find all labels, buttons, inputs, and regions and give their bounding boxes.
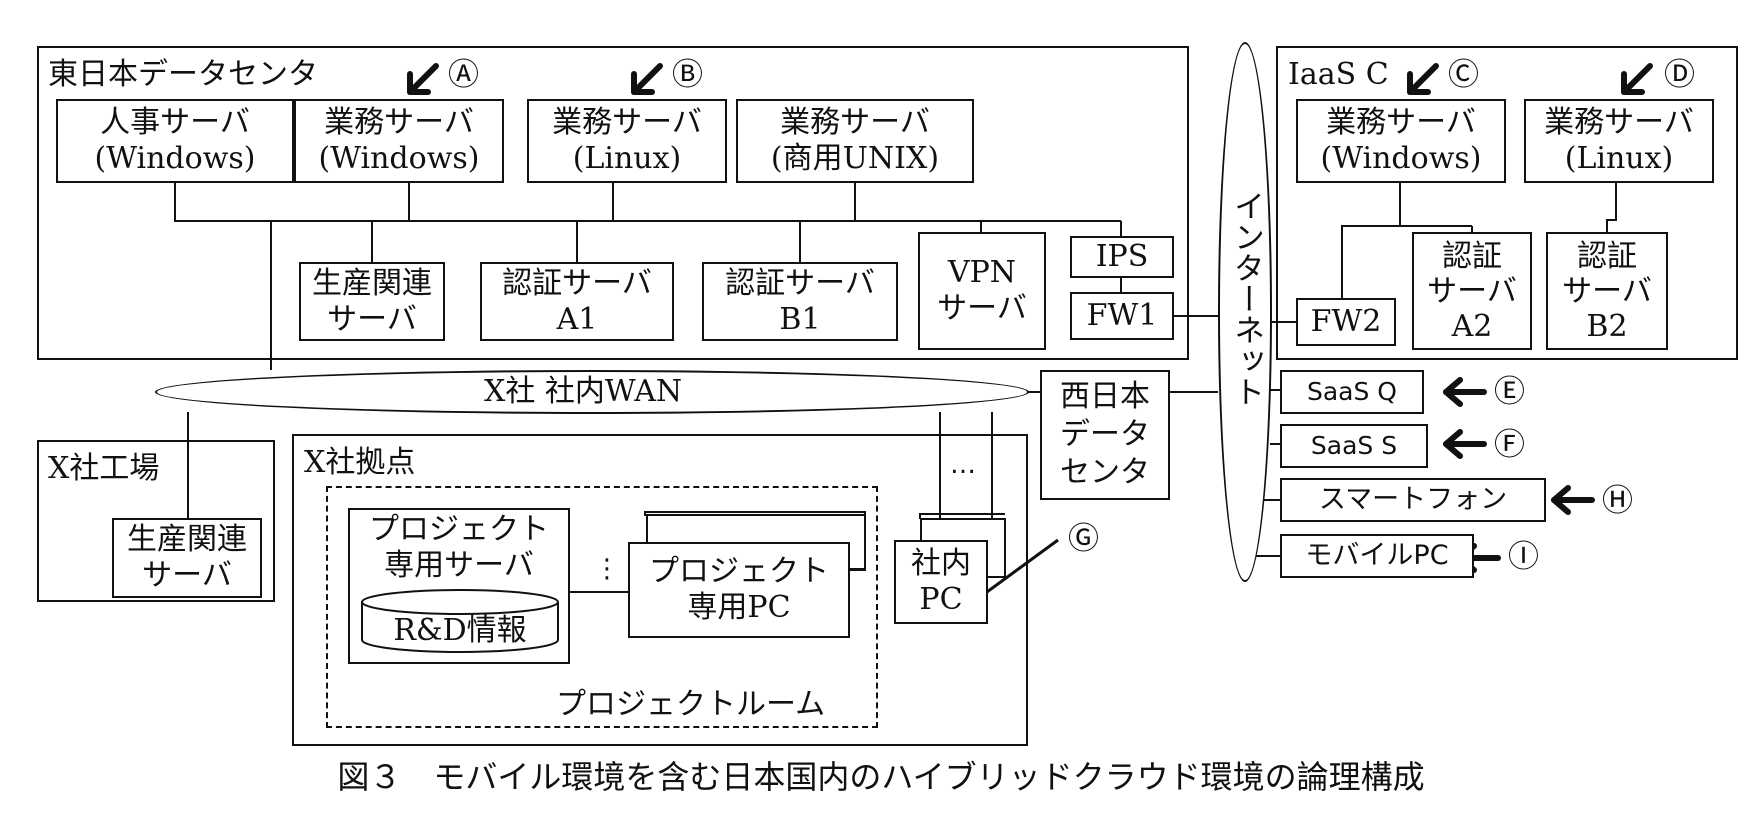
saas-q: SaaS Q xyxy=(1280,370,1424,414)
marker-a: Ⓐ xyxy=(448,57,479,93)
west-data-center: 西日本 データ センタ xyxy=(1040,370,1170,500)
business-server-windows: 業務サーバ (Windows) xyxy=(294,99,504,183)
internet-label: インターネット xyxy=(1228,190,1264,407)
fw1: FW1 xyxy=(1070,292,1174,340)
pc-ellipsis: … xyxy=(950,450,976,480)
internal-wan xyxy=(155,370,1029,414)
project-room-label: プロジェクトルーム xyxy=(556,687,826,722)
auth-server-a1: 認証サーバ A1 xyxy=(480,262,674,341)
marker-h: Ⓗ xyxy=(1602,483,1633,519)
project-pc: プロジェクト 専用PC xyxy=(628,542,850,638)
iaas-business-server-linux: 業務サーバ (Linux) xyxy=(1524,99,1714,183)
x-branch-title: X社拠点 xyxy=(304,445,416,480)
hr-server-windows: 人事サーバ (Windows) xyxy=(56,99,294,183)
database-cylinder-icon xyxy=(361,589,559,653)
x-factory-title: X社工場 xyxy=(48,451,160,486)
iaas-c xyxy=(1276,46,1738,360)
marker-e: Ⓔ xyxy=(1494,374,1525,410)
rd-info-label: R&D情報 xyxy=(393,613,527,648)
mobile-pc: モバイルPC xyxy=(1280,534,1474,578)
marker-d: Ⓓ xyxy=(1664,57,1695,93)
factory-production-server: 生産関連 サーバ xyxy=(112,518,262,598)
auth-server-b2: 認証 サーバ B2 xyxy=(1546,232,1668,350)
marker-g: Ⓖ xyxy=(1068,521,1099,557)
iaas-business-server-windows: 業務サーバ (Windows) xyxy=(1296,99,1506,183)
iaas-c-title: IaaS C xyxy=(1288,57,1389,92)
internal-wan-label: X社 社内WAN xyxy=(484,374,683,409)
office-pc: 社内 PC xyxy=(894,540,988,624)
smartphone: スマートフォン xyxy=(1280,478,1546,522)
auth-server-b1: 認証サーバ B1 xyxy=(702,262,898,341)
project-link-vdots: ⋮ xyxy=(594,554,620,584)
east-data-center xyxy=(37,46,1189,360)
marker-b: Ⓑ xyxy=(672,57,703,93)
ips: IPS xyxy=(1070,236,1174,278)
rd-info-database: R&D情報 xyxy=(360,588,560,654)
x-factory xyxy=(37,440,275,602)
production-server: 生産関連 サーバ xyxy=(299,262,445,341)
business-server-linux: 業務サーバ (Linux) xyxy=(527,99,727,183)
saas-s: SaaS S xyxy=(1280,424,1428,468)
fw2: FW2 xyxy=(1296,298,1396,346)
east-data-center-title: 東日本データセンタ xyxy=(48,57,318,92)
project-room xyxy=(326,486,878,728)
marker-f: Ⓕ xyxy=(1494,427,1525,463)
business-server-unix: 業務サーバ (商用UNIX) xyxy=(736,99,974,183)
internet-cloud xyxy=(1218,42,1272,582)
x-branch xyxy=(292,434,1028,746)
vpn-server: VPN サーバ xyxy=(918,232,1046,350)
marker-c: Ⓒ xyxy=(1448,57,1479,93)
marker-i: Ⓘ xyxy=(1508,539,1539,575)
auth-server-a2: 認証 サーバ A2 xyxy=(1412,232,1532,350)
figure-caption: 図３ モバイル環境を含む日本国内のハイブリッドクラウド環境の論理構成 xyxy=(337,758,1425,796)
